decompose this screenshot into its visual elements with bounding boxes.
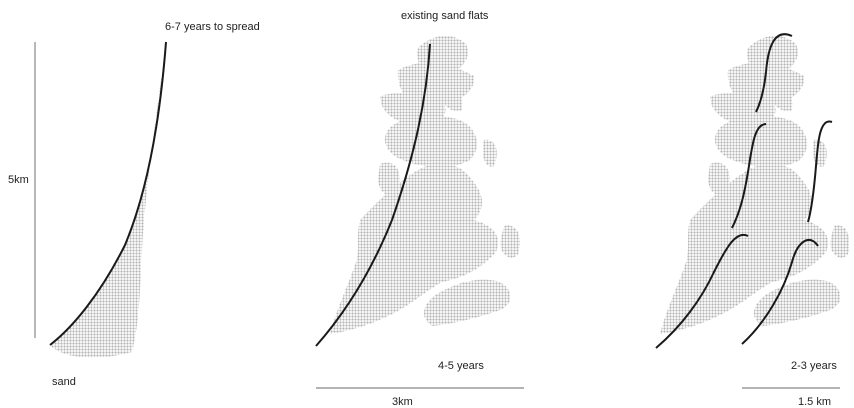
spread-front-line <box>315 43 431 347</box>
years-2-3-label: 2-3 years <box>791 360 837 372</box>
sand-flat <box>438 89 463 112</box>
sand-flat <box>812 139 827 167</box>
panel-single-spread: 6-7 years to spread 5km sand <box>8 21 260 388</box>
sand-flat <box>830 225 850 258</box>
spread-front-line <box>741 238 819 345</box>
years-4-5-label: 4-5 years <box>438 360 484 372</box>
spread-front-line <box>755 33 793 113</box>
spread-time-label: 6-7 years to spread <box>165 21 260 33</box>
width-3km-label: 3km <box>392 396 413 408</box>
panel-existing-flats: existing sand flats 4-5 years 3km <box>315 10 524 408</box>
sand-label: sand <box>52 376 76 388</box>
sand-flat <box>330 163 498 334</box>
sand-deposit <box>50 42 166 358</box>
sand-flat <box>384 114 477 168</box>
spread-front-line <box>807 120 833 223</box>
panel-multiple-spreads: 2-3 years 1.5 km <box>655 33 850 408</box>
sand-flat <box>768 89 793 112</box>
width-1-5km-label: 1.5 km <box>798 396 831 408</box>
existing-flats-label: existing sand flats <box>401 10 489 22</box>
sand-flat <box>753 279 841 326</box>
sand-flat <box>482 139 497 167</box>
sand-flat <box>500 225 521 258</box>
spread-front-line <box>731 123 767 229</box>
sand-flat <box>423 279 511 326</box>
spread-front-line <box>655 233 749 349</box>
spread-front-line <box>49 41 167 346</box>
height-5km-label: 5km <box>8 174 29 186</box>
existing-sand-flats <box>330 35 521 334</box>
sand-flat <box>714 114 807 168</box>
sand-flat <box>660 163 828 334</box>
existing-sand-flats <box>660 35 850 334</box>
